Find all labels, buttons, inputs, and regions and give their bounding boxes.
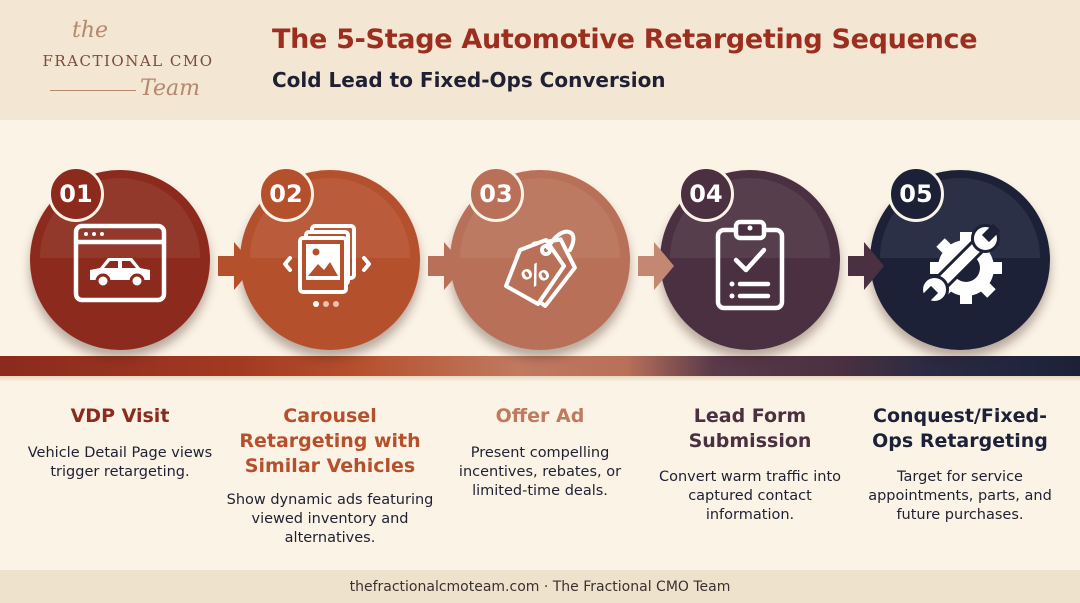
stage-2-number-badge: 02 [258, 166, 314, 222]
logo-main-text: FRACTIONAL CMO [42, 52, 214, 70]
stage-2: 02 [240, 166, 420, 370]
timeline-band [0, 356, 1080, 376]
footer: thefractionalcmoteam.com · The Fractiona… [0, 570, 1080, 603]
logo-divider [50, 90, 136, 91]
arrow-right-icon [848, 242, 884, 290]
stage-3-title: Offer Ad [495, 405, 585, 427]
stage-2-description: Show dynamic ads featuring viewed invent… [226, 492, 434, 546]
stage-1-title: VDP Visit [70, 405, 170, 427]
stage-3-description: Present compelling incentives, rebates, … [458, 445, 622, 499]
browser-car-icon [73, 223, 167, 303]
image-carousel-icon [283, 224, 371, 307]
stage-2-title: Carousel Retargeting with Similar Vehicl… [239, 405, 421, 477]
stage-5-title: Conquest/Fixed-Ops Retargeting [872, 405, 1048, 452]
clipboard-check-icon [715, 219, 785, 311]
stage-4-description: Convert warm traffic into captured conta… [658, 469, 842, 523]
page-subtitle: Cold Lead to Fixed-Ops Conversion [272, 68, 666, 92]
stage-1-description: Vehicle Detail Page views trigger retarg… [27, 445, 213, 480]
stage-1: 01 [30, 166, 210, 370]
stage-5-description: Target for service appointments, parts, … [868, 469, 1052, 523]
brand-logo: the FRACTIONAL CMO Team [28, 14, 228, 110]
stage-3-number-badge: 03 [468, 166, 524, 222]
stage-4-title: Lead Form Submission [688, 405, 812, 452]
footer-text: thefractionalcmoteam.com · The Fractiona… [349, 578, 731, 595]
stage-4-number-badge: 04 [678, 166, 734, 222]
timeline-band-shadow [0, 376, 1080, 382]
discount-tag-icon: % [504, 229, 577, 308]
arrow-right-icon [638, 242, 674, 290]
logo-team-text: Team [140, 76, 200, 101]
arrow-right-icon [428, 242, 464, 290]
wrench-gear-icon [919, 223, 1002, 305]
logo-the-text: the [72, 18, 109, 43]
arrow-right-icon [218, 242, 254, 290]
header-banner: the FRACTIONAL CMO Team The 5-Stage Auto… [0, 0, 1080, 120]
stage-3: 03 % [450, 166, 630, 370]
stage-5-number-badge: 05 [888, 166, 944, 222]
page-title: The 5-Stage Automotive Retargeting Seque… [272, 24, 978, 55]
stage-1-number-badge: 01 [48, 166, 104, 222]
stage-5: 05 [870, 166, 1050, 370]
stage-4: 04 [660, 166, 840, 370]
